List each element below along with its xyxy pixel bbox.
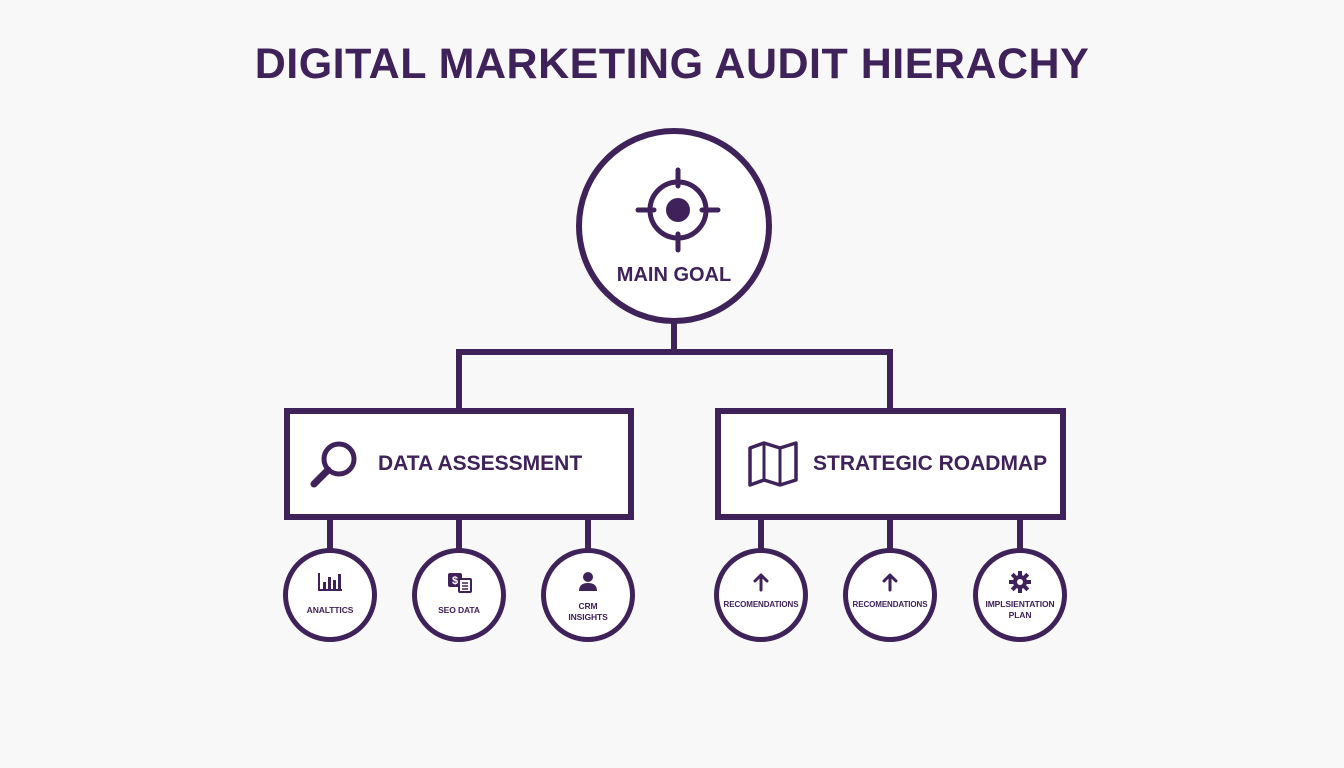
branch-strategic-roadmap: STRATEGIC ROADMAP xyxy=(715,408,1066,520)
root-node-main-goal: MAIN GOAL xyxy=(576,128,772,324)
leaf-label: RECOMENDATIONS xyxy=(852,600,928,609)
svg-text:$: $ xyxy=(452,575,458,587)
map-icon xyxy=(747,440,799,488)
leaf-crm-insights: CRM INSIGHTS xyxy=(541,548,635,642)
branch-label: STRATEGIC ROADMAP xyxy=(813,452,1048,475)
diagram-title: DIGITAL MARKETING AUDIT HIERACHY xyxy=(254,40,1090,88)
leaf-label: ANALTTICS xyxy=(306,605,354,615)
arrow-up-icon xyxy=(719,571,803,593)
leaf-label: CRM INSIGHTS xyxy=(568,601,608,622)
leaf-implementation-plan: IMPLSIENTATION PLAN xyxy=(973,548,1067,642)
leaf-label: RECOMENDATIONS xyxy=(723,600,799,609)
arrow-up-icon xyxy=(848,571,932,593)
target-icon xyxy=(634,166,722,259)
leaf-recommendations: RECOMENDATIONS xyxy=(843,548,937,642)
leaf-label: SEO DATA xyxy=(438,605,480,615)
root-label: MAIN GOAL xyxy=(616,264,732,286)
user-icon xyxy=(546,571,630,593)
seo-document-icon: $ xyxy=(417,571,501,593)
branch-data-assessment: DATA ASSESSMENT xyxy=(284,408,634,520)
leaf-label: IMPLSIENTATION PLAN xyxy=(985,599,1055,620)
branch-label: DATA ASSESSMENT xyxy=(378,452,583,475)
leaf-analytics: ANALTTICS xyxy=(283,548,377,642)
leaf-recommendations: RECOMENDATIONS xyxy=(714,548,808,642)
leaf-seo-data: $ SEO DATA xyxy=(412,548,506,642)
bar-chart-icon xyxy=(288,571,372,593)
gear-icon xyxy=(978,571,1062,593)
magnifier-icon xyxy=(308,438,360,490)
